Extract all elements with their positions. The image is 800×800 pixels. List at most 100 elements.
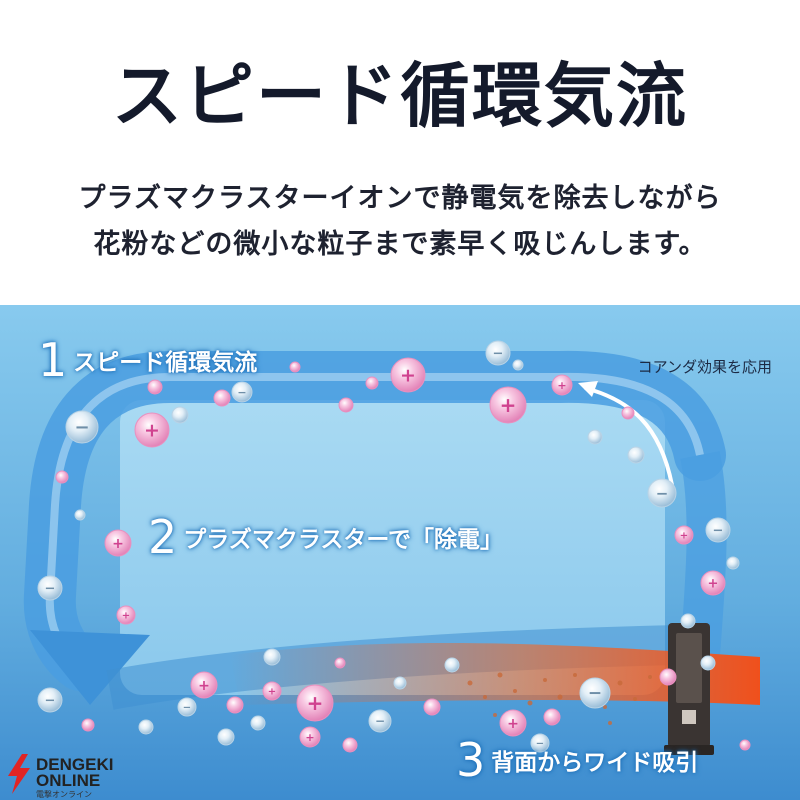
plus-ion	[499, 709, 527, 737]
plus-symbol: +	[305, 731, 314, 744]
plus-ion	[296, 684, 334, 722]
plus-ion	[104, 529, 132, 557]
plus-ion	[262, 681, 282, 701]
minus-ion	[647, 478, 677, 508]
minus-ion	[393, 676, 407, 690]
minus-ion	[217, 728, 235, 746]
minus-ion	[627, 446, 645, 464]
plus-symbol: +	[680, 530, 688, 541]
logo-line-2: ONLINE	[36, 771, 101, 790]
plus-ion	[342, 737, 358, 753]
plus-ion	[365, 376, 379, 390]
plus-ion	[338, 397, 354, 413]
minus-ion	[177, 697, 197, 717]
minus-ion	[263, 648, 281, 666]
plus-ion	[334, 657, 346, 669]
airflow-illustration: −+−+++−+−+−+−+++−−+−+−+−	[0, 305, 800, 800]
minus-ion	[37, 575, 63, 601]
plus-ion	[190, 671, 218, 699]
minus-symbol: −	[656, 484, 669, 502]
plus-ion	[551, 374, 573, 396]
step-3-text: 背面からワイド吸引	[491, 750, 699, 776]
air-purifier	[664, 623, 714, 755]
step-2-number: 2	[148, 510, 178, 564]
step-2-text: プラズマクラスターで「除電」	[183, 527, 503, 553]
plus-symbol: +	[268, 686, 276, 697]
minus-ion	[485, 340, 511, 366]
plus-ion	[134, 412, 170, 448]
minus-ion	[171, 406, 189, 424]
minus-ion	[74, 509, 86, 521]
lightning-icon	[8, 754, 30, 794]
dengeki-online-logo: DENGEKI ONLINE 電撃オンライン	[4, 752, 139, 799]
plus-symbol: +	[144, 419, 160, 441]
logo-line-1: DENGEKI	[36, 755, 114, 774]
plus-symbol: +	[122, 610, 130, 621]
plus-ion	[674, 525, 694, 545]
plus-ion	[55, 470, 69, 484]
minus-ion	[530, 733, 550, 753]
plus-symbol: +	[112, 536, 124, 552]
plus-ion	[81, 718, 95, 732]
minus-ion	[444, 657, 460, 673]
plus-ion	[621, 406, 635, 420]
minus-ion	[726, 556, 740, 570]
plus-ion	[226, 696, 244, 714]
plus-ion	[543, 708, 561, 726]
plus-ion	[299, 726, 321, 748]
minus-symbol: −	[536, 738, 544, 749]
minus-symbol: −	[493, 347, 504, 362]
minus-ion	[579, 677, 611, 709]
plus-ion	[213, 389, 231, 407]
minus-symbol: −	[237, 386, 246, 399]
minus-ion	[138, 719, 154, 735]
plus-ion	[147, 379, 163, 395]
minus-symbol: −	[588, 684, 602, 704]
minus-symbol: −	[45, 694, 56, 709]
suction-band	[230, 642, 760, 705]
plus-ion	[390, 357, 426, 393]
plus-symbol: +	[307, 691, 324, 715]
logo-subtext: 電撃オンライン	[36, 790, 92, 799]
step-1-text: スピード循環気流	[73, 350, 258, 376]
minus-ion	[512, 359, 524, 371]
coanda-label: コアンダ効果を応用	[637, 358, 772, 376]
plus-ion	[489, 386, 527, 424]
description: プラズマクラスターイオンで静電気を除去しながら 花粉などの微小な粒子まで素早く吸…	[0, 176, 800, 268]
plus-ion	[739, 739, 751, 751]
minus-ion	[587, 429, 603, 445]
minus-symbol: −	[45, 582, 56, 597]
plus-symbol: +	[507, 716, 519, 732]
plus-ion	[116, 605, 136, 625]
plus-ion	[659, 668, 677, 686]
minus-ion	[231, 381, 253, 403]
plus-ion	[700, 570, 726, 596]
room-area	[120, 400, 665, 695]
page-title: スピード循環気流	[112, 55, 688, 137]
airflow-arrowhead	[30, 630, 150, 705]
minus-symbol: −	[375, 714, 385, 728]
minus-ion	[680, 613, 696, 629]
plus-symbol: +	[557, 379, 566, 392]
plus-symbol: +	[708, 577, 719, 592]
minus-ion	[250, 715, 266, 731]
description-line-1: プラズマクラスターイオンで静電気を除去しながら	[78, 183, 722, 214]
plus-symbol: +	[400, 364, 416, 386]
minus-ion	[37, 687, 63, 713]
minus-symbol: −	[74, 417, 89, 438]
minus-symbol: −	[713, 524, 724, 539]
minus-ion	[705, 517, 731, 543]
step-3-number: 3	[456, 733, 486, 787]
minus-symbol: −	[183, 702, 191, 713]
ions-layer: −+−+++−+−+−+−+++−−+−+−+−	[37, 340, 751, 753]
coanda-arrow	[584, 386, 674, 486]
plus-symbol: +	[198, 678, 210, 694]
plus-ion	[289, 361, 301, 373]
minus-ion	[700, 655, 716, 671]
minus-ion	[65, 410, 99, 444]
step-1-number: 1	[38, 333, 68, 387]
